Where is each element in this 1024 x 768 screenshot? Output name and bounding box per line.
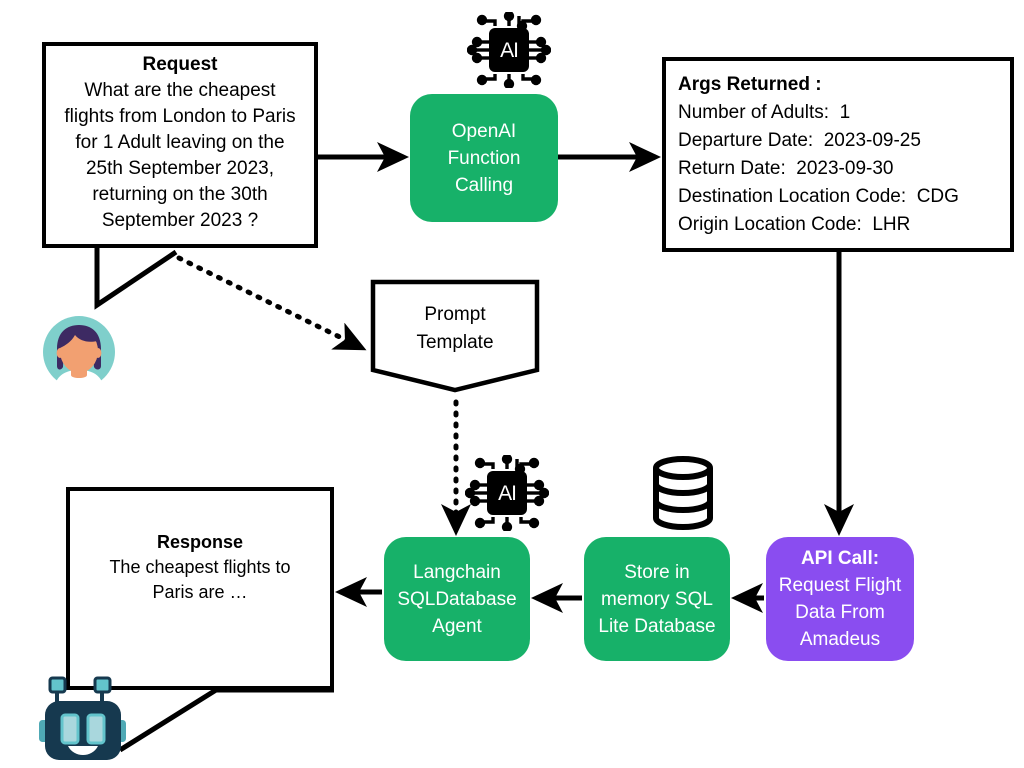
- store-line: memory SQL: [601, 588, 713, 610]
- arg-row: Departure Date: 2023-09-25: [678, 129, 921, 151]
- dotted-arrow-request-to-prompt: [176, 255, 367, 351]
- prompt-template-node[interactable]: Prompt Template: [370, 279, 540, 393]
- openai-function-calling-node[interactable]: OpenAI Function Calling: [410, 94, 558, 222]
- response-line: Paris are …: [152, 581, 248, 602]
- arg-row: Number of Adults: 1: [678, 101, 851, 123]
- prompt-template-line: Prompt: [424, 304, 486, 325]
- response-box: Response The cheapest flights to Paris a…: [66, 487, 334, 690]
- api-call-line: Data From: [795, 602, 885, 623]
- prompt-template-label: Prompt Template: [416, 301, 493, 357]
- request-box: Request What are the cheapest flights fr…: [42, 42, 318, 248]
- arg-row: Return Date: 2023-09-30: [678, 157, 894, 179]
- response-line: The cheapest flights to: [109, 556, 291, 577]
- ai-chip-icon: AI: [465, 455, 549, 531]
- robot-avatar-icon: [39, 676, 126, 760]
- ai-chip-label: AI: [498, 482, 516, 505]
- prompt-template-shape: [370, 279, 540, 393]
- langchain-sqldatabase-agent-node[interactable]: Langchain SQLDatabase Agent: [384, 537, 530, 661]
- request-line: 25th September 2023,: [85, 158, 274, 179]
- arg-row: Destination Location Code: CDG: [678, 185, 959, 207]
- store-in-memory-sqlite-node[interactable]: Store in memory SQL Lite Database: [584, 537, 730, 661]
- langchain-line: Langchain: [413, 561, 501, 583]
- openai-line: OpenAI: [451, 120, 517, 142]
- arg-row: Origin Location Code: LHR: [678, 213, 911, 235]
- args-returned-body: Number of Adults: 1 Departure Date: 2023…: [678, 99, 959, 239]
- request-line: returning on the 30th: [92, 184, 268, 205]
- request-line: flights from London to Paris: [64, 106, 296, 127]
- langchain-line: Agent: [432, 615, 482, 637]
- store-line: Lite Database: [598, 615, 716, 637]
- database-cylinder-icon: [653, 456, 713, 530]
- api-call-header: API Call:: [800, 548, 880, 569]
- response-bubble-tail: [118, 687, 334, 753]
- api-call-node[interactable]: API Call: Request Flight Data From Amade…: [766, 537, 914, 661]
- request-body: What are the cheapest flights from Londo…: [64, 78, 295, 234]
- request-line: September 2023 ?: [101, 210, 259, 231]
- store-line: Store in: [624, 561, 690, 583]
- langchain-line: SQLDatabase: [397, 588, 517, 610]
- response-body: The cheapest flights to Paris are …: [109, 555, 290, 605]
- request-line: for 1 Adult leaving on the: [75, 132, 285, 153]
- response-title: Response: [156, 531, 244, 552]
- ai-chip-icon: AI: [467, 12, 551, 88]
- openai-line: Calling: [454, 174, 514, 196]
- args-returned-box: Args Returned : Number of Adults: 1 Depa…: [662, 57, 1014, 252]
- user-avatar-icon: [43, 316, 115, 389]
- openai-line: Function: [447, 147, 521, 169]
- api-call-line: Request Flight: [778, 575, 902, 596]
- args-returned-title: Args Returned :: [678, 73, 822, 95]
- request-title: Request: [142, 54, 218, 75]
- api-call-line: Amadeus: [799, 629, 881, 650]
- prompt-template-line: Template: [416, 332, 494, 353]
- ai-chip-label: AI: [500, 39, 518, 62]
- request-line: What are the cheapest: [84, 80, 276, 101]
- request-bubble-tail: [94, 248, 178, 310]
